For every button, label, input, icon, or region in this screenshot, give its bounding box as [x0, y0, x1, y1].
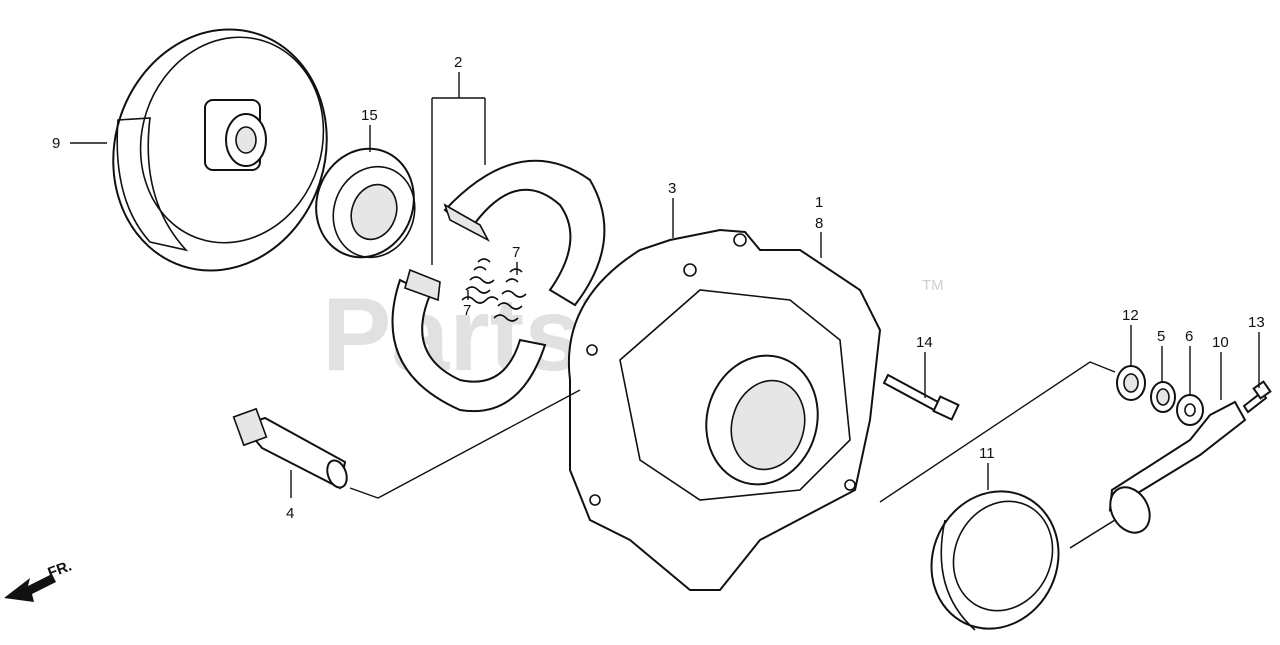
direction-label: FR.: [46, 558, 75, 582]
part-15-bearing: [315, 147, 416, 259]
watermark-trademark: TM: [922, 277, 944, 294]
callout-2: 2: [454, 54, 462, 71]
callout-10: 10: [1212, 334, 1229, 351]
callout-1: 1: [815, 194, 823, 211]
callout-4: 4: [286, 505, 294, 522]
callout-5: 5: [1157, 328, 1165, 345]
part-12-seal: [1116, 365, 1146, 401]
part-6-washer: [1176, 394, 1204, 426]
front-direction-arrow: FR.: [4, 558, 74, 602]
part-9-brake-drum: [112, 28, 328, 272]
callout-6: 6: [1185, 328, 1193, 345]
callout-9: 9: [52, 135, 60, 152]
callout-7: 7: [463, 302, 471, 319]
part-3-brake-panel: [567, 228, 882, 591]
callouts: 9 2 15 7 7 3 1 8 14 12 5 6 10 13 11 4: [52, 54, 1265, 522]
callout-14: 14: [916, 334, 933, 351]
leader-lines: [70, 72, 1260, 503]
callout-3: 3: [668, 180, 676, 197]
part-2-brake-shoes: [391, 159, 606, 413]
callout-7: 7: [512, 244, 520, 261]
part-7-springs: [461, 258, 527, 322]
part-11-seal-ring: [930, 490, 1060, 631]
part-14-bolt: [882, 373, 960, 421]
callout-8: 8: [815, 215, 823, 232]
part-4-cam-shaft: [232, 407, 348, 490]
callout-11: 11: [979, 445, 995, 462]
part-5-washer: [1150, 381, 1176, 413]
part-13-small-bolt: [1242, 380, 1272, 414]
callout-12: 12: [1122, 307, 1139, 324]
callout-13: 13: [1248, 314, 1265, 331]
part-10-brake-arm: [1069, 400, 1247, 549]
callout-15: 15: [361, 107, 378, 124]
